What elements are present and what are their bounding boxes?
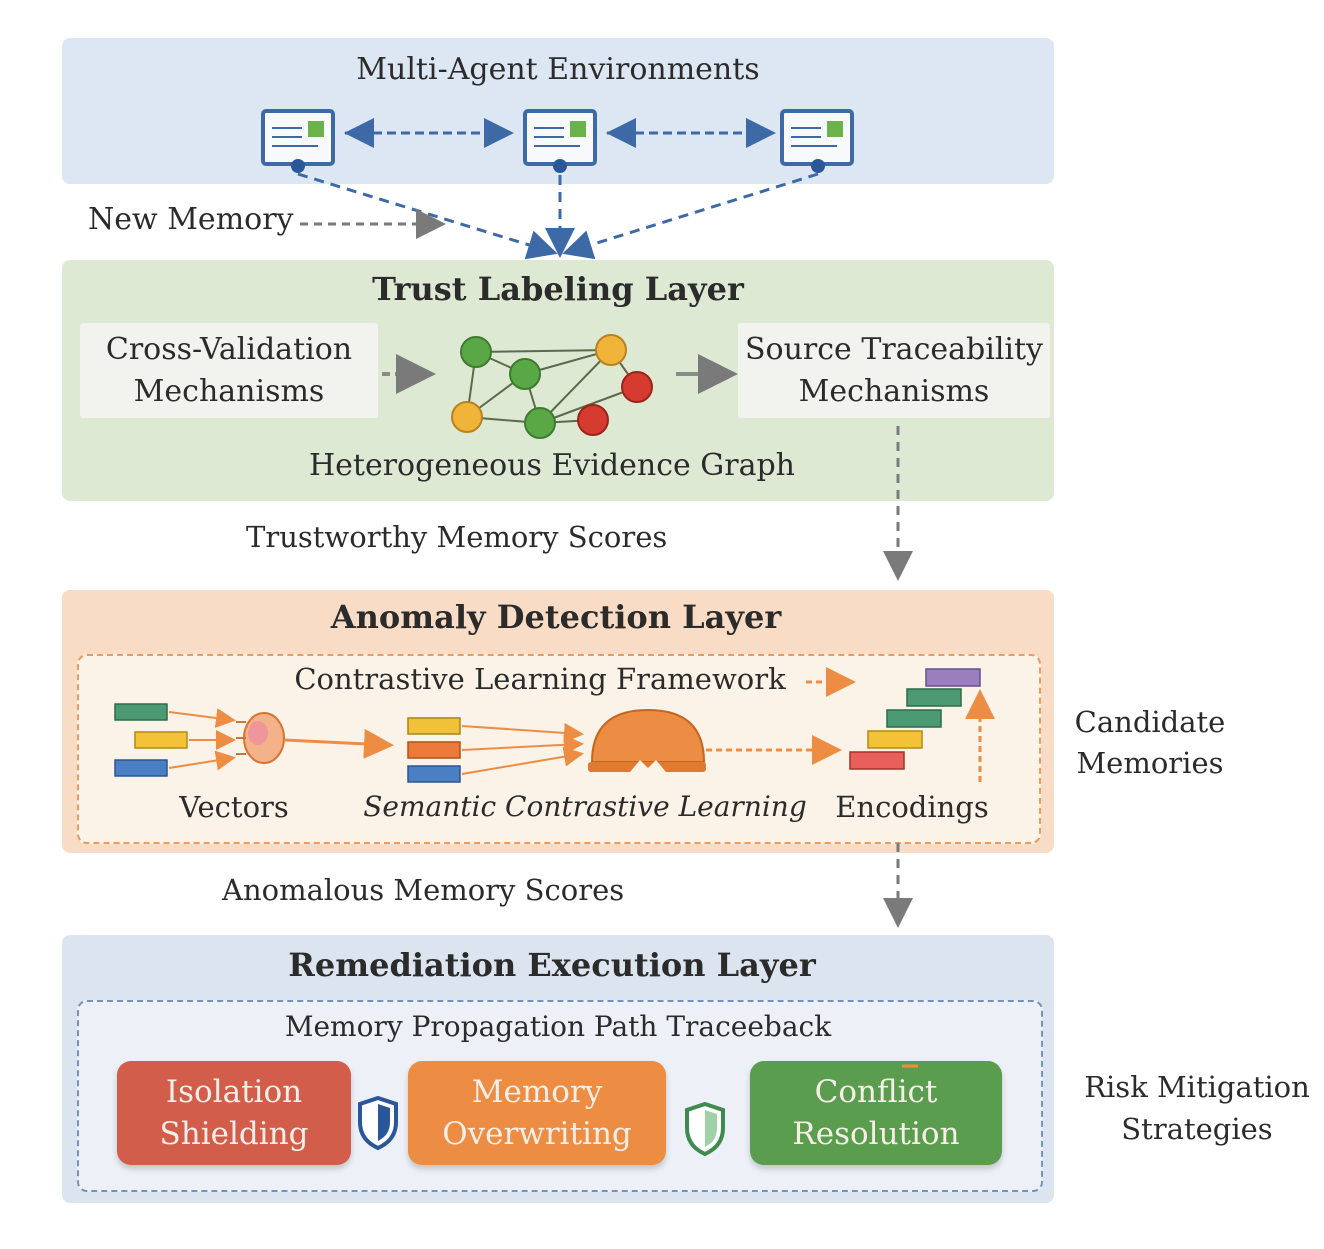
candidate-line2: Memories [1076, 746, 1224, 780]
anomaly-layer-title: Anomaly Detection Layer [330, 598, 782, 636]
contrastive-learning-framework-box [77, 654, 1041, 844]
cross-validation-line1: Cross-Validation [105, 331, 353, 367]
candidate-line1: Candidate [1074, 705, 1226, 739]
overwriting-line2: Overwriting [442, 1116, 632, 1152]
graph-node [621, 371, 653, 403]
risk-mitigation-label: Risk Mitigation Strategies [1084, 1066, 1310, 1150]
cross-validation-line2: Mechanisms [133, 373, 325, 409]
isolation-line1: Isolation [165, 1074, 303, 1110]
features-to-model-arrows [461, 722, 584, 775]
encodings-staircase [849, 668, 981, 770]
candidate-memories-label: Candidate Memories [1075, 702, 1226, 784]
source-traceability-box: Source Traceability Mechanisms [738, 323, 1050, 418]
converging-arrows [297, 172, 819, 260]
graph-node [577, 404, 609, 436]
environments-title: Multi-Agent Environments [356, 52, 760, 87]
conflict-resolution-button[interactable]: Conflict Resolution [750, 1061, 1002, 1165]
encodings-label: Encodings [835, 790, 989, 824]
anomalous-scores-label: Anomalous Memory Scores [222, 873, 625, 907]
isolation-shielding-button[interactable]: Isolation Shielding [117, 1061, 351, 1165]
agent-icon-left [261, 109, 335, 173]
evidence-graph-label: Heterogeneous Evidence Graph [308, 448, 796, 483]
traceback-label: Memory Propagation Path Traceeback [284, 1010, 832, 1043]
remediation-layer-title: Remediation Execution Layer [288, 946, 816, 984]
risk-line2: Strategies [1121, 1112, 1273, 1146]
encoder-to-features-arrow [284, 728, 394, 759]
isolation-line2: Shielding [159, 1116, 309, 1152]
contrastive-framework-label: Contrastive Learning Framework [294, 662, 786, 696]
vectors-label: Vectors [179, 790, 289, 824]
shield-icon [358, 1095, 398, 1151]
memory-overwriting-button[interactable]: Memory Overwriting [408, 1061, 666, 1165]
semantic-contrastive-label: Semantic Contrastive Learning [363, 790, 807, 823]
trustworthy-scores-label: Trustworthy Memory Scores [246, 520, 668, 554]
graph-node [595, 334, 627, 366]
agent-icon-center [523, 109, 597, 173]
risk-line1: Risk Mitigation [1084, 1070, 1310, 1104]
graph-node [460, 336, 492, 368]
trust-layer-title: Trust Labeling Layer [372, 270, 744, 308]
evidence-graph [451, 334, 653, 439]
source-traceability-line1: Source Traceability [744, 331, 1044, 367]
cross-validation-box: Cross-Validation Mechanisms [80, 323, 378, 418]
graph-node [524, 407, 556, 439]
source-traceability-line2: Mechanisms [798, 373, 990, 409]
feature-stack [407, 717, 461, 783]
graph-node [509, 358, 541, 390]
conflict-line1: Conflict [814, 1074, 938, 1110]
new-memory-label: New Memory [88, 202, 294, 237]
shield-icon [685, 1101, 725, 1157]
vector-to-encoder-arrows [168, 708, 236, 771]
agent-icon-right [780, 109, 854, 173]
contrastive-model-icon [588, 708, 706, 772]
conflict-line2: Resolution [792, 1116, 960, 1152]
overwriting-line1: Memory [471, 1074, 603, 1110]
graph-node [451, 401, 483, 433]
encoder-icon [236, 712, 285, 764]
vector-bars [114, 703, 188, 777]
